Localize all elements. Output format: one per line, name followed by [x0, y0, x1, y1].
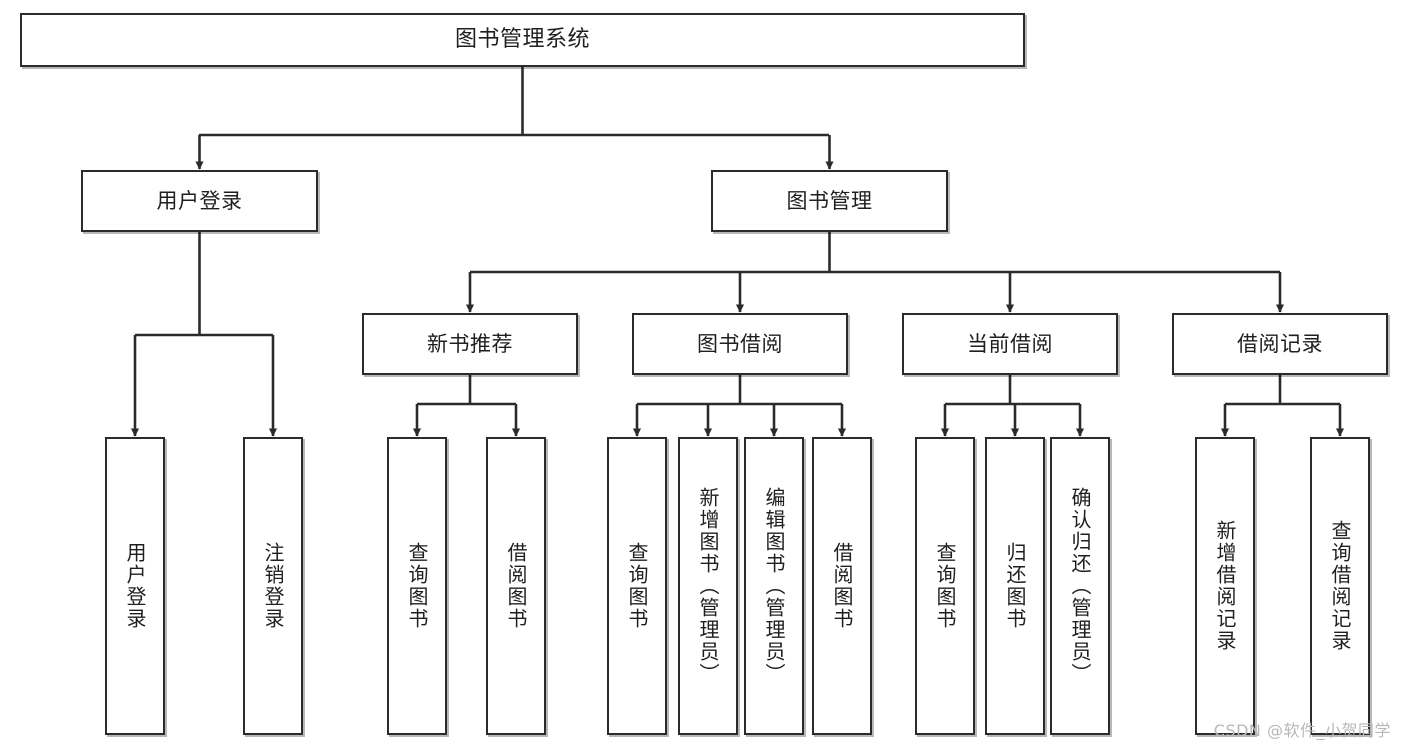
- node-label: 新书推荐: [427, 331, 513, 356]
- node-login[interactable]: 用户登录: [81, 170, 318, 232]
- node-leaf-current-2[interactable]: 归还图书: [985, 437, 1045, 735]
- node-current[interactable]: 当前借阅: [902, 313, 1118, 375]
- node-label: 借阅图书: [504, 542, 528, 630]
- node-label: 查询借阅记录: [1328, 520, 1352, 652]
- node-leaf-records-2[interactable]: 查询借阅记录: [1310, 437, 1370, 735]
- node-records[interactable]: 借阅记录: [1172, 313, 1388, 375]
- node-leaf-newbook-1[interactable]: 查询图书: [387, 437, 447, 735]
- node-leaf-borrow-2[interactable]: 新增图书（管理员）: [678, 437, 738, 735]
- node-leaf-borrow-1[interactable]: 查询图书: [607, 437, 667, 735]
- node-label: 借阅图书: [830, 542, 854, 630]
- node-label: 新增图书（管理员）: [696, 487, 720, 685]
- node-label: 图书借阅: [697, 331, 783, 356]
- node-root[interactable]: 图书管理系统: [20, 13, 1025, 67]
- node-leaf-login-1[interactable]: 用户登录: [105, 437, 165, 735]
- node-leaf-current-3[interactable]: 确认归还（管理员）: [1050, 437, 1110, 735]
- node-label: 查询图书: [405, 542, 429, 630]
- node-label: 编辑图书（管理员）: [762, 487, 786, 685]
- node-label: 图书管理: [786, 188, 873, 213]
- node-label: 新增借阅记录: [1213, 520, 1237, 652]
- node-newbook[interactable]: 新书推荐: [362, 313, 578, 375]
- node-label: 确认归还（管理员）: [1068, 487, 1092, 685]
- node-label: 当前借阅: [967, 331, 1053, 356]
- node-label: 注销登录: [261, 542, 285, 630]
- node-leaf-borrow-3[interactable]: 编辑图书（管理员）: [744, 437, 804, 735]
- edge-group: [130, 67, 1345, 437]
- node-label: 查询图书: [933, 542, 957, 630]
- node-leaf-records-1[interactable]: 新增借阅记录: [1195, 437, 1255, 735]
- node-label: 用户登录: [123, 542, 147, 630]
- node-leaf-login-2[interactable]: 注销登录: [243, 437, 303, 735]
- node-label: 借阅记录: [1237, 331, 1323, 356]
- node-leaf-current-1[interactable]: 查询图书: [915, 437, 975, 735]
- node-label: 查询图书: [625, 542, 649, 630]
- node-borrow[interactable]: 图书借阅: [632, 313, 848, 375]
- node-label: 用户登录: [156, 188, 243, 213]
- node-bookmgmt[interactable]: 图书管理: [711, 170, 948, 232]
- node-label: 归还图书: [1003, 542, 1027, 630]
- node-leaf-borrow-4[interactable]: 借阅图书: [812, 437, 872, 735]
- node-leaf-newbook-2[interactable]: 借阅图书: [486, 437, 546, 735]
- node-label: 图书管理系统: [454, 27, 590, 53]
